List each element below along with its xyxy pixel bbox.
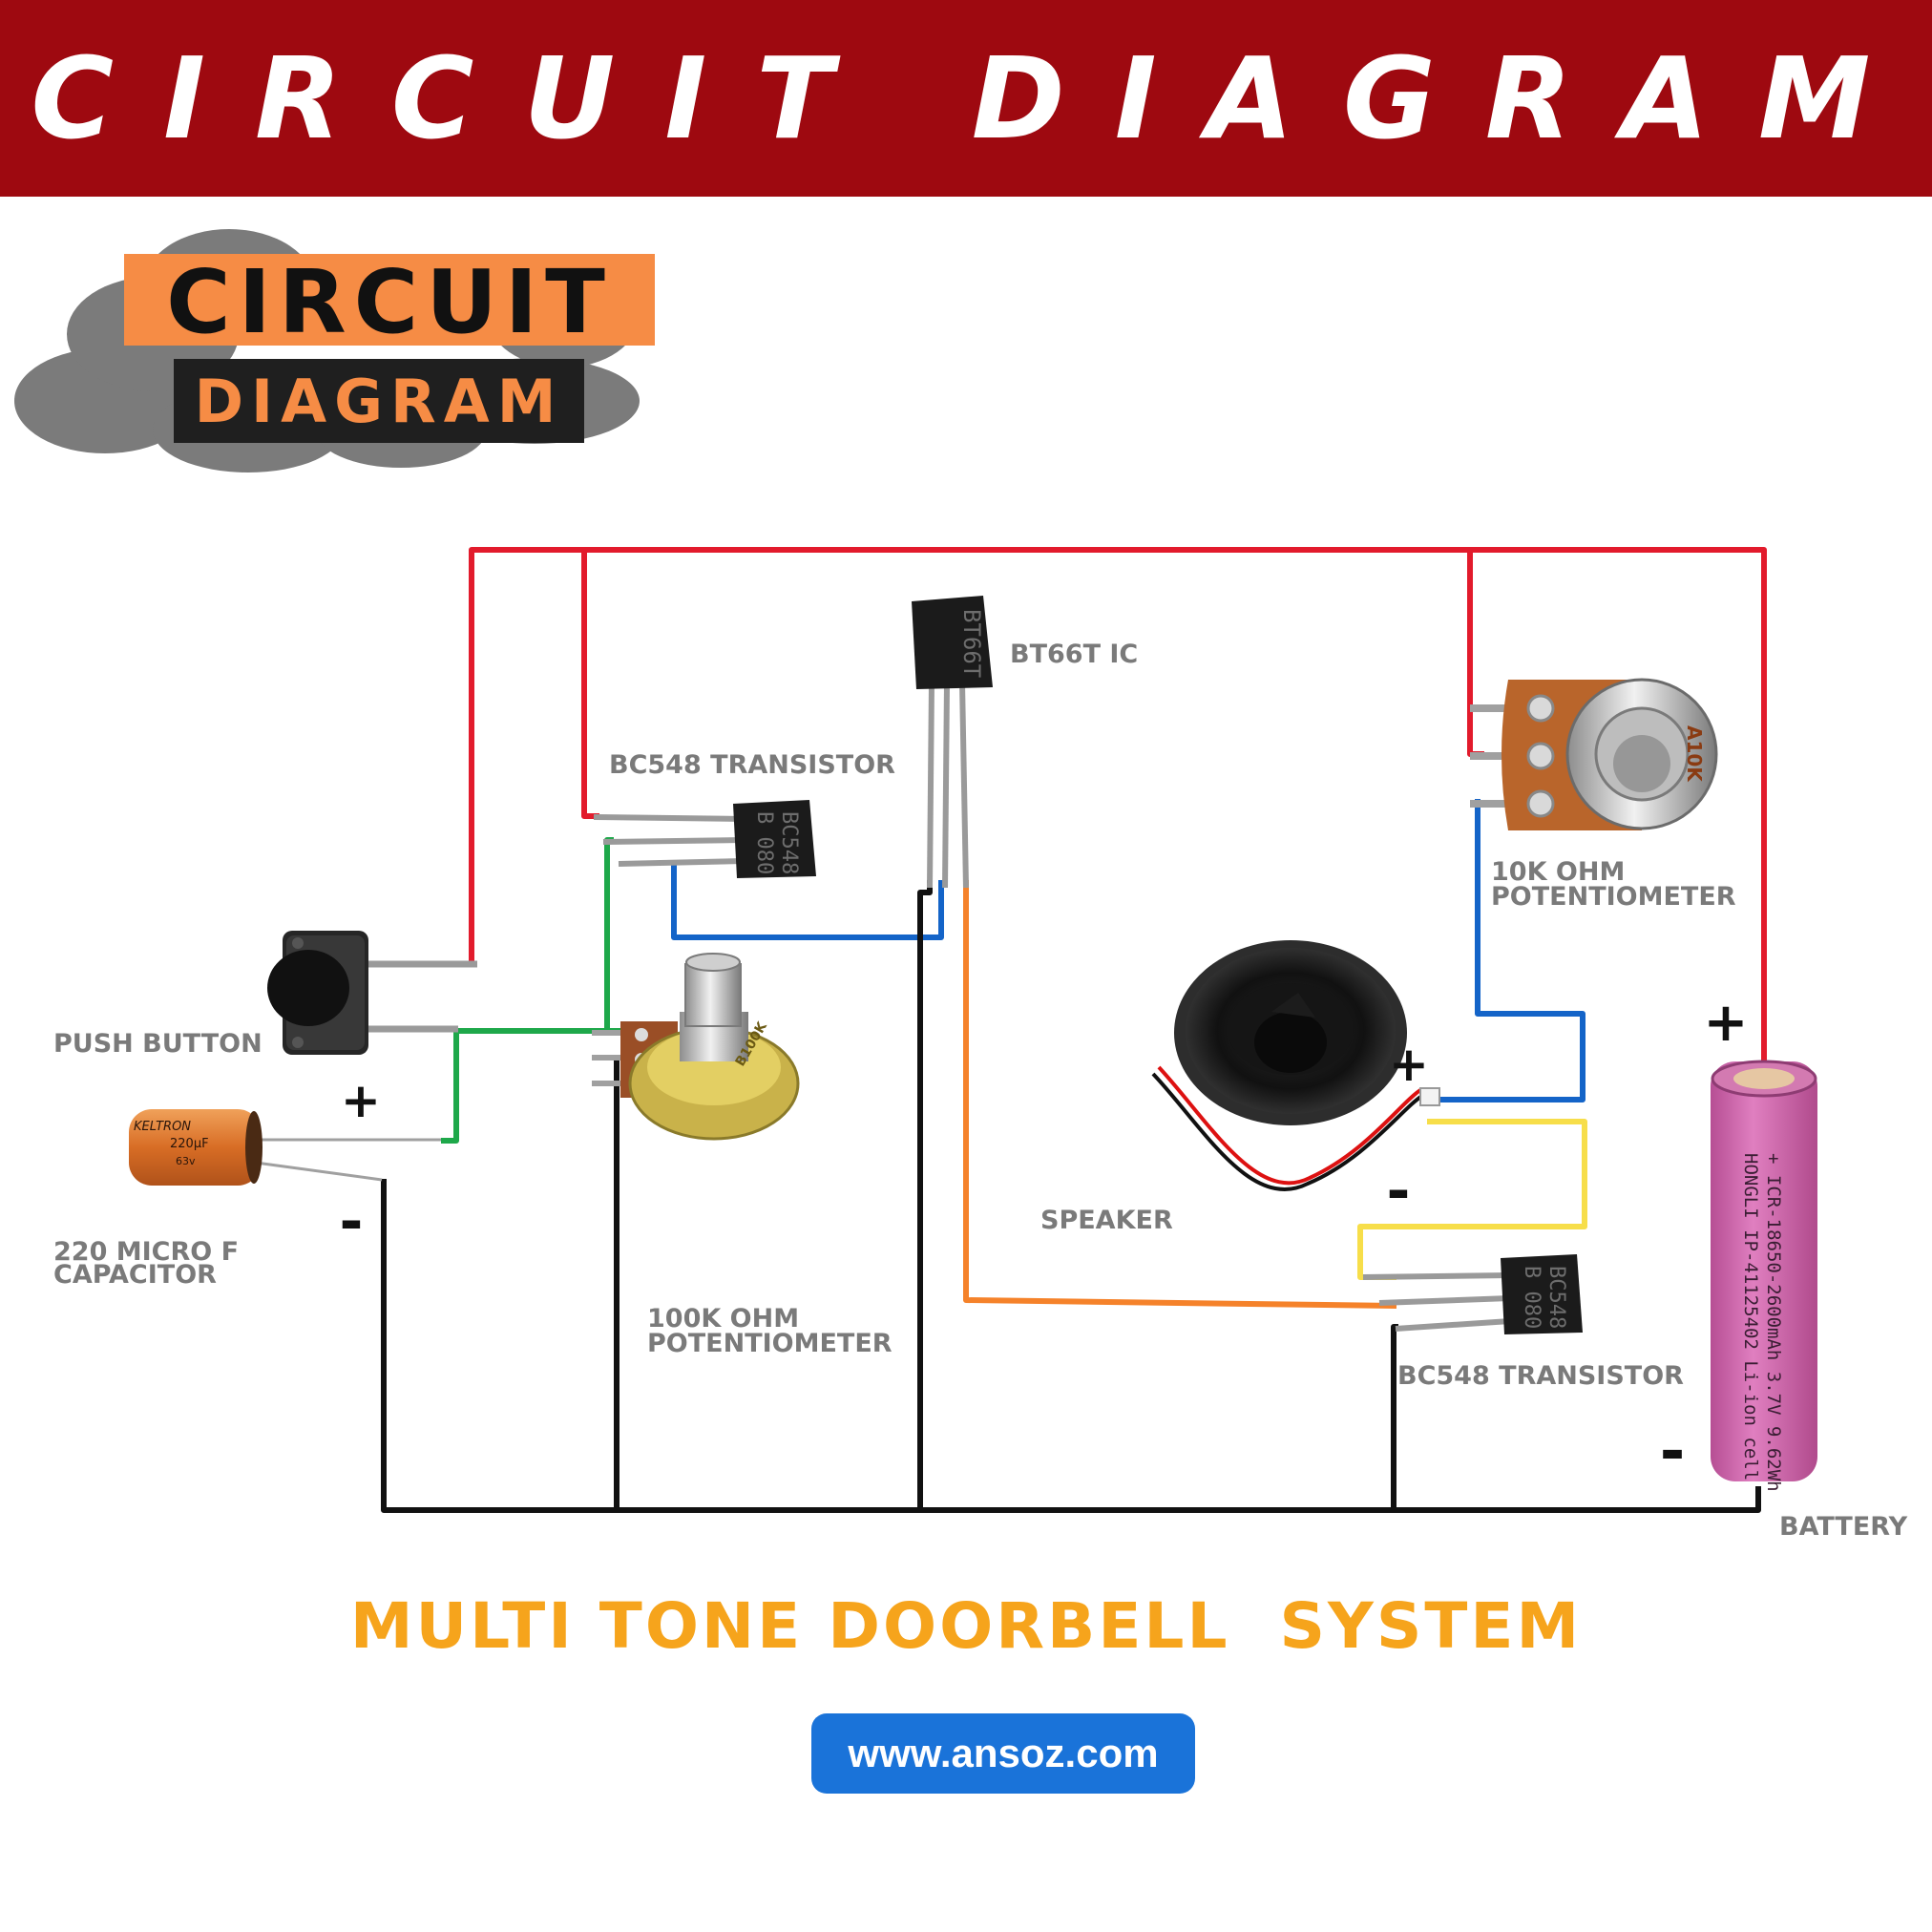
speaker-component <box>1151 940 1440 1191</box>
label-pot-100k-line1: 100K OHM <box>647 1304 799 1334</box>
wire-blue-transistor <box>671 861 944 940</box>
website-url-button[interactable]: www.ansoz.com <box>811 1713 1195 1794</box>
banner-title: CIRCUIT DIAGRAM <box>31 32 1921 164</box>
label-pot-100k-line2: POTENTIOMETER <box>647 1329 892 1358</box>
svg-text:BC548: BC548 <box>1544 1266 1568 1329</box>
wire-black-pot100k <box>609 1055 620 1513</box>
capacitor-220uf: KELTRON 220µF 63v <box>129 1109 441 1186</box>
label-capacitor-line2: CAPACITOR <box>53 1260 217 1290</box>
wire-red-transistor <box>581 547 599 819</box>
svg-text:KELTRON: KELTRON <box>134 1120 191 1134</box>
label-transistor-top: BC548 TRANSISTOR <box>609 750 895 780</box>
logo-diagram-box <box>174 359 584 443</box>
svg-text:BT66T: BT66T <box>958 609 985 678</box>
logo-diagram-text: DIAGRAM <box>195 367 564 436</box>
svg-text:+ ICR-18650-2600mAh 3.7V 9.62W: + ICR-18650-2600mAh 3.7V 9.62Wh <box>1763 1153 1784 1492</box>
svg-text:BC548: BC548 <box>777 811 801 874</box>
label-pot-10k-line2: POTENTIOMETER <box>1491 882 1736 912</box>
label-pot-10k-line1: 10K OHM <box>1491 857 1625 887</box>
push-button-component <box>267 931 477 1055</box>
svg-text:63v: 63v <box>176 1155 196 1167</box>
ic-bt66t: BT66T <box>912 596 993 889</box>
wire-orange <box>963 880 1397 1310</box>
battery-minus-sign: - <box>1660 1417 1686 1487</box>
svg-text:HONGLI IP-41125402 Li-ion cell: HONGLI IP-41125402 Li-ion cell <box>1740 1153 1761 1480</box>
header-banner <box>0 0 1932 197</box>
svg-text:B 080: B 080 <box>752 811 776 874</box>
capacitor-minus-sign: - <box>340 1188 364 1255</box>
label-transistor-bottom: BC548 TRANSISTOR <box>1397 1361 1684 1391</box>
wire-red-top <box>469 547 1767 1064</box>
label-ic: BT66T IC <box>1010 640 1138 669</box>
logo-circuit-box <box>124 254 655 346</box>
svg-text:220µF: 220µF <box>170 1137 209 1151</box>
label-battery: BATTERY <box>1779 1512 1908 1542</box>
label-speaker: SPEAKER <box>1040 1206 1173 1235</box>
transistor-bc548-bottom: BC548 B 080 <box>1362 1254 1583 1334</box>
wire-red-pot10k <box>1467 547 1484 757</box>
svg-text:B 080: B 080 <box>1520 1266 1544 1329</box>
battery-plus-sign: + <box>1704 992 1749 1054</box>
logo-circuit-text: CIRCUIT <box>166 251 613 353</box>
label-capacitor-line1: 220 MICRO F <box>53 1237 239 1267</box>
wire-black-bottom <box>381 1179 1761 1513</box>
wire-black-transistor2 <box>1391 1324 1398 1513</box>
potentiometer-10k: A10K <box>1470 678 1718 830</box>
wire-blue-pot10k <box>1437 799 1586 1102</box>
wire-black-ic <box>917 880 933 1513</box>
svg-text:A10K: A10K <box>1683 725 1706 783</box>
potentiometer-100k: B100K <box>592 953 800 1141</box>
transistor-bc548-top: BC548 B 080 <box>593 800 816 878</box>
speaker-plus-sign: + <box>1389 1037 1429 1092</box>
logo: CIRCUIT DIAGRAM <box>14 229 655 472</box>
battery-component: + ICR-18650-2600mAh 3.7V 9.62Wh HONGLI I… <box>1711 1060 1817 1492</box>
label-push-button: PUSH BUTTON <box>53 1029 262 1059</box>
capacitor-plus-sign: + <box>341 1073 381 1128</box>
footer-title: MULTI TONE DOORBELL SYSTEM <box>349 1589 1583 1663</box>
speaker-minus-sign: - <box>1387 1158 1411 1225</box>
